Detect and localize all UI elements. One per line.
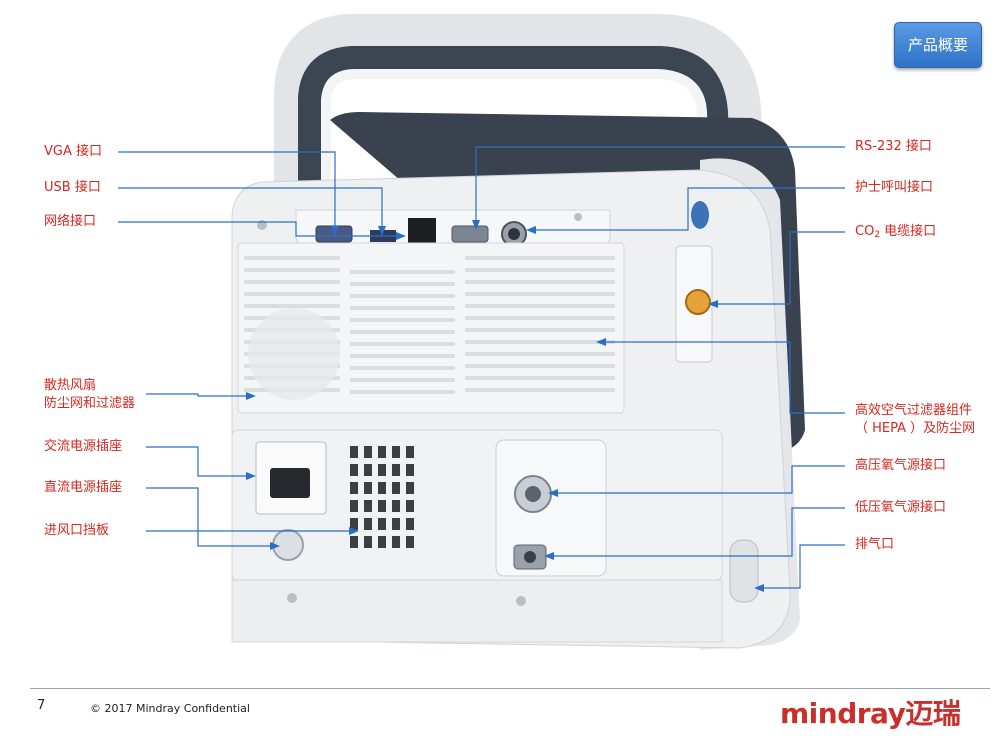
label-co2-sub: 2 (874, 230, 881, 240)
label-ac-power: 交流电源插座 (44, 439, 123, 454)
label-dc-power: 直流电源插座 (44, 480, 123, 495)
label-fan-line2: 防尘网和过滤器 (44, 396, 136, 411)
label-network: 网络接口 (44, 214, 97, 229)
footer-divider (30, 688, 990, 689)
label-hepa-line1: 高效空气过滤器组件 (855, 403, 973, 418)
label-usb: USB 接口 (44, 180, 101, 195)
label-high-o2: 高压氧气源接口 (855, 458, 947, 473)
label-co2-prefix: CO (855, 224, 875, 239)
page-number: 7 (37, 698, 46, 713)
label-nurse-call: 护士呼叫接口 (855, 180, 934, 195)
label-hepa-line2: （ HEPA ）及防尘网 (855, 421, 976, 436)
copyright: © 2017 Mindray Confidential (90, 702, 250, 715)
label-co2-suffix: 电缆接口 (880, 224, 937, 239)
label-vga: VGA 接口 (44, 144, 102, 159)
label-exhaust: 排气口 (855, 537, 895, 552)
label-co2: CO2 电缆接口 (855, 224, 936, 241)
label-fan-line1: 散热风扇 (44, 378, 97, 393)
label-low-o2: 低压氧气源接口 (855, 500, 947, 515)
label-intake: 进风口挡板 (44, 523, 110, 538)
label-rs232: RS-232 接口 (855, 139, 932, 154)
mindray-logo: mindray迈瑞 (780, 697, 961, 730)
section-badge: 产品概要 (894, 22, 982, 68)
